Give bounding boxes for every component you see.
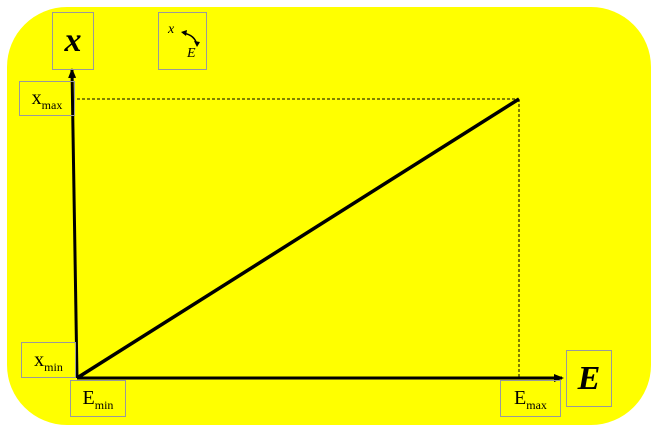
x-min-base: x bbox=[34, 348, 45, 371]
x-min-label: xmin bbox=[21, 342, 76, 378]
e-min-sub: min bbox=[94, 398, 114, 412]
icon-bottom-letter: E bbox=[187, 46, 196, 61]
y-axis-title: x bbox=[52, 12, 94, 70]
e-max-sub: max bbox=[526, 398, 547, 412]
x-max-base: x bbox=[31, 87, 42, 109]
x-axis-title: E bbox=[566, 350, 612, 407]
y-axis bbox=[68, 68, 79, 379]
e-min-label: Emin bbox=[70, 380, 126, 417]
x-axis-title-text: E bbox=[577, 359, 601, 397]
y-axis-title-text: x bbox=[64, 22, 82, 59]
x-max-label: xmax bbox=[19, 81, 75, 116]
reciprocal-arrow-icon: x E bbox=[158, 12, 207, 70]
linear-relation-line bbox=[76, 97, 520, 380]
e-max-base: E bbox=[514, 387, 527, 409]
curved-double-arrow-icon bbox=[181, 30, 200, 47]
e-min-base: E bbox=[82, 387, 95, 409]
icon-top-letter: x bbox=[168, 22, 175, 37]
x-max-sub: max bbox=[41, 98, 63, 112]
e-max-label: Emax bbox=[500, 380, 561, 417]
x-min-sub: min bbox=[44, 359, 63, 374]
